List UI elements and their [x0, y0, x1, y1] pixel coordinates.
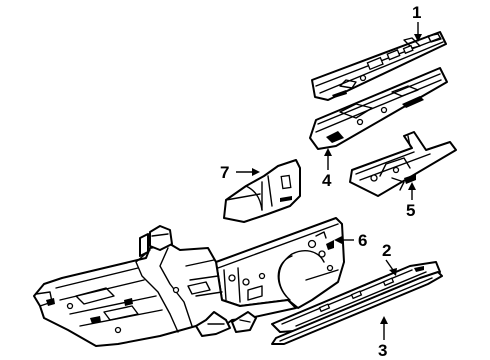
- callout-5: 5: [406, 201, 415, 220]
- part-3-seal: [271, 271, 443, 345]
- part-2-cowl-panel: [271, 261, 441, 333]
- part-5-support-bracket: [349, 131, 457, 197]
- part-6-side-panel: [215, 217, 345, 309]
- callout-2: 2: [382, 241, 391, 260]
- part-7-wheelhouse-extension: [223, 159, 301, 223]
- leader-lines: [236, 22, 422, 340]
- callouts: 1 2 3 4 5 6 7: [220, 3, 421, 360]
- callout-1: 1: [412, 3, 421, 22]
- callout-4: 4: [322, 171, 332, 190]
- part-4-cross-member: [309, 67, 448, 150]
- callout-6: 6: [358, 231, 367, 250]
- floor-pan: [33, 225, 297, 347]
- callout-7: 7: [220, 163, 229, 182]
- callout-3: 3: [378, 341, 387, 360]
